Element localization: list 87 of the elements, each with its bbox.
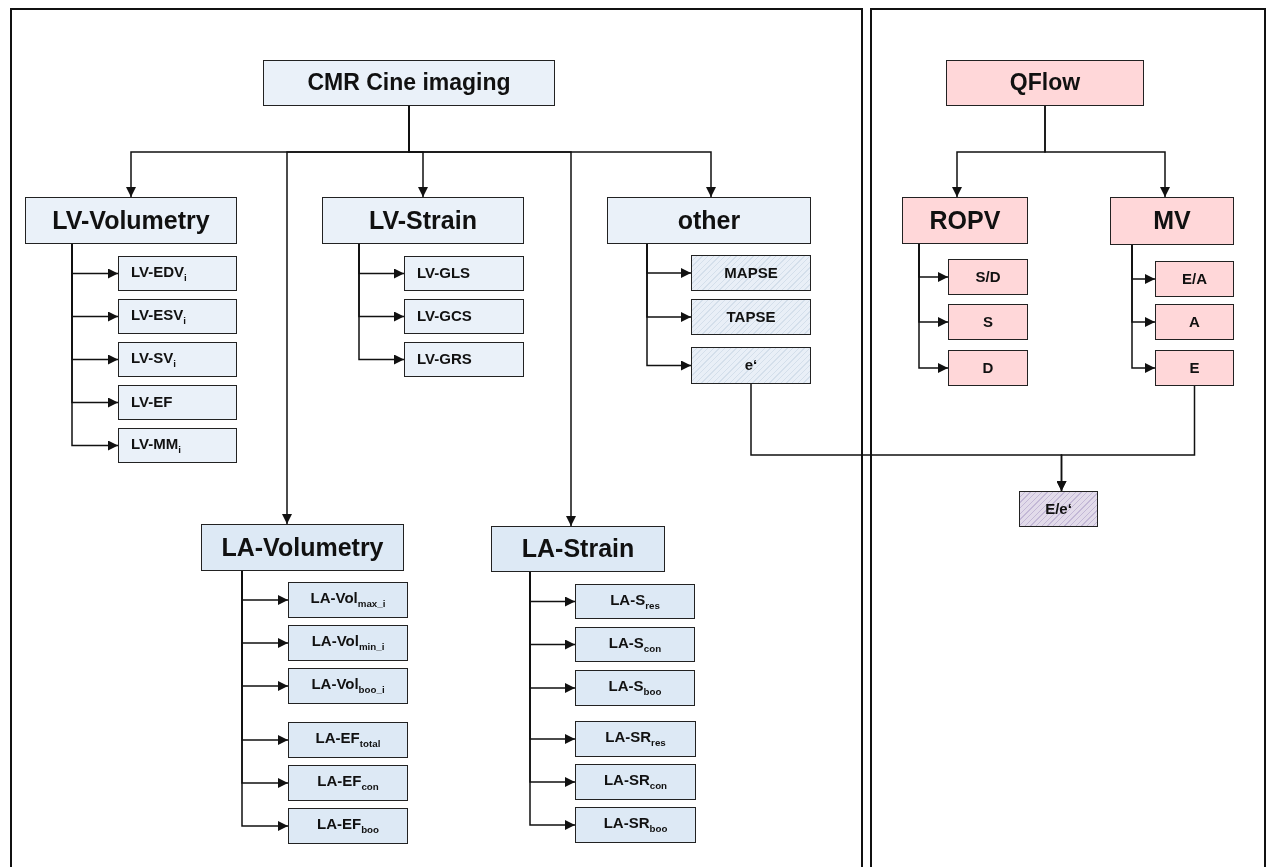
box-label: MAPSE: [724, 264, 778, 282]
box-label: S/D: [975, 268, 1001, 286]
category-box: [25, 197, 237, 244]
box-label: LV-Strain: [369, 206, 477, 235]
parameter-box: [575, 721, 696, 757]
parameter-box: [1155, 304, 1234, 340]
box-label: LV-EDV$_{i}$: [131, 263, 187, 284]
box-label: LA-S$_{con}$: [608, 634, 662, 655]
parameter-box: [691, 299, 811, 335]
box-label: E/A: [1182, 270, 1207, 288]
category-box: [1110, 197, 1234, 245]
parameter-box: [288, 668, 408, 704]
parameter-box: [1155, 261, 1234, 297]
box-label: D: [982, 359, 994, 377]
box-label: LA-EF$_{con}$: [317, 773, 379, 793]
parameter-box: [948, 350, 1028, 386]
box-label: LA-SR$_{boo}$: [603, 815, 668, 835]
box-label: S: [983, 313, 993, 331]
box-label: TAPSE: [726, 308, 776, 326]
category-box: [322, 197, 524, 244]
box-label: LV-ESV$_{i}$: [131, 306, 186, 327]
box-label: CMR Cine imaging: [307, 70, 511, 96]
category-box: [607, 197, 811, 244]
parameter-box: [288, 808, 408, 844]
arrow: [1131, 244, 1156, 373]
box-label: other: [677, 206, 741, 235]
box-label: LA-S$_{boo}$: [608, 678, 662, 698]
parameter-box: [691, 347, 811, 384]
box-label: LV-GRS: [417, 351, 472, 368]
parameter-box: [118, 385, 237, 420]
box-label: LV-EF: [131, 394, 173, 411]
parameter-box: [404, 342, 524, 377]
box-label: LA-SR$_{con}$: [603, 772, 668, 792]
parameter-box: [575, 807, 696, 843]
box-label: LV-SV$_{i}$: [131, 349, 176, 370]
parameter-box: [948, 259, 1028, 295]
parameter-box: [948, 304, 1028, 340]
box-label: LA-Vol$_{boo_i}$: [311, 676, 385, 696]
arrow: [918, 243, 949, 373]
box-label: E/e‘: [1045, 500, 1072, 518]
category-box: [946, 60, 1144, 106]
parameter-box: [575, 627, 695, 662]
arrow: [1056, 385, 1196, 492]
arrow: [358, 243, 405, 365]
box-label: LA-S$_{res}$: [610, 591, 660, 612]
box-label: MV: [1153, 207, 1191, 235]
box-label: e‘: [744, 357, 758, 374]
category-box: [263, 60, 555, 106]
box-label: A: [1189, 313, 1200, 331]
category-box: [201, 524, 404, 571]
box-label: LV-MM$_{i}$: [131, 435, 181, 456]
box-label: LA-Volumetry: [221, 533, 384, 562]
box-label: LV-GCS: [417, 308, 472, 325]
arrow: [1044, 105, 1170, 198]
parameter-box: [118, 256, 237, 291]
parameter-box: [575, 764, 696, 800]
arrow: [241, 570, 289, 831]
parameter-box: [1155, 350, 1234, 386]
parameter-box: [288, 625, 408, 661]
parameter-box: [691, 255, 811, 291]
box-label: LA-Vol$_{min_i}$: [311, 633, 385, 653]
arrow: [646, 243, 692, 371]
parameter-box: [118, 342, 237, 377]
parameter-box: [1019, 491, 1098, 527]
parameter-box: [288, 765, 408, 801]
parameter-box: [288, 722, 408, 758]
box-label: LA-SR$_{res}$: [605, 729, 666, 749]
category-box: [491, 526, 665, 572]
parameter-box: [118, 299, 237, 334]
parameter-box: [575, 670, 695, 706]
arrow: [71, 243, 119, 451]
parameter-box: [404, 256, 524, 291]
box-label: LA-Strain: [521, 535, 635, 563]
box-label: LA-Vol$_{max_i}$: [310, 590, 386, 610]
arrow: [529, 571, 576, 830]
box-label: E: [1189, 359, 1200, 377]
parameter-box: [288, 582, 408, 618]
box-label: LV-Volumetry: [52, 206, 210, 235]
box-label: LV-GLS: [417, 265, 471, 282]
box-label: LA-EF$_{total}$: [315, 730, 381, 750]
category-box: [902, 197, 1028, 244]
parameter-box: [404, 299, 524, 334]
box-label: QFlow: [1009, 70, 1081, 96]
parameter-box: [118, 428, 237, 463]
box-label: LA-EF$_{boo}$: [316, 816, 379, 836]
box-label: ROPV: [929, 206, 1001, 235]
parameter-box: [575, 584, 695, 619]
